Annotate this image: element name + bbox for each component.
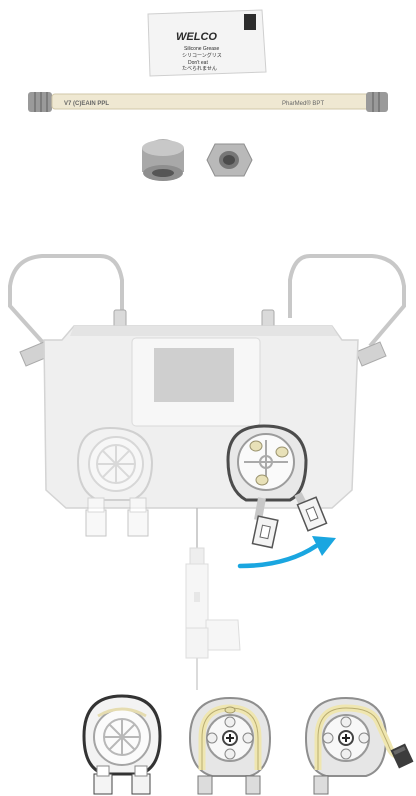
step-1-pump-head — [84, 696, 160, 794]
tube-label-left: V7 (C)EAIN PPL — [64, 101, 109, 107]
packet-line-4: たべられません — [182, 66, 217, 72]
silicone-grease-packet: WELCO Silicone Grease シリコーングリス Don't eat… — [148, 10, 266, 76]
fitting-nut — [142, 139, 184, 181]
welco-logo: WELCO — [176, 31, 217, 43]
hex-nut — [207, 144, 252, 176]
packet-brand: WELCO — [176, 31, 217, 43]
pump-tube: V7 (C)EAIN PPL PharMed® BPT — [28, 92, 388, 112]
step-3-pump-head — [306, 698, 413, 794]
packet-line-2: シリコーングリス — [182, 52, 222, 59]
tube-label-right: PharMed® BPT — [282, 100, 324, 107]
bottom-connector — [186, 508, 240, 690]
step-2-pump-head — [190, 698, 270, 794]
packet-line-1: Silicone Grease — [184, 46, 220, 52]
pump-unit — [10, 256, 404, 508]
left-pump-head — [78, 428, 152, 536]
